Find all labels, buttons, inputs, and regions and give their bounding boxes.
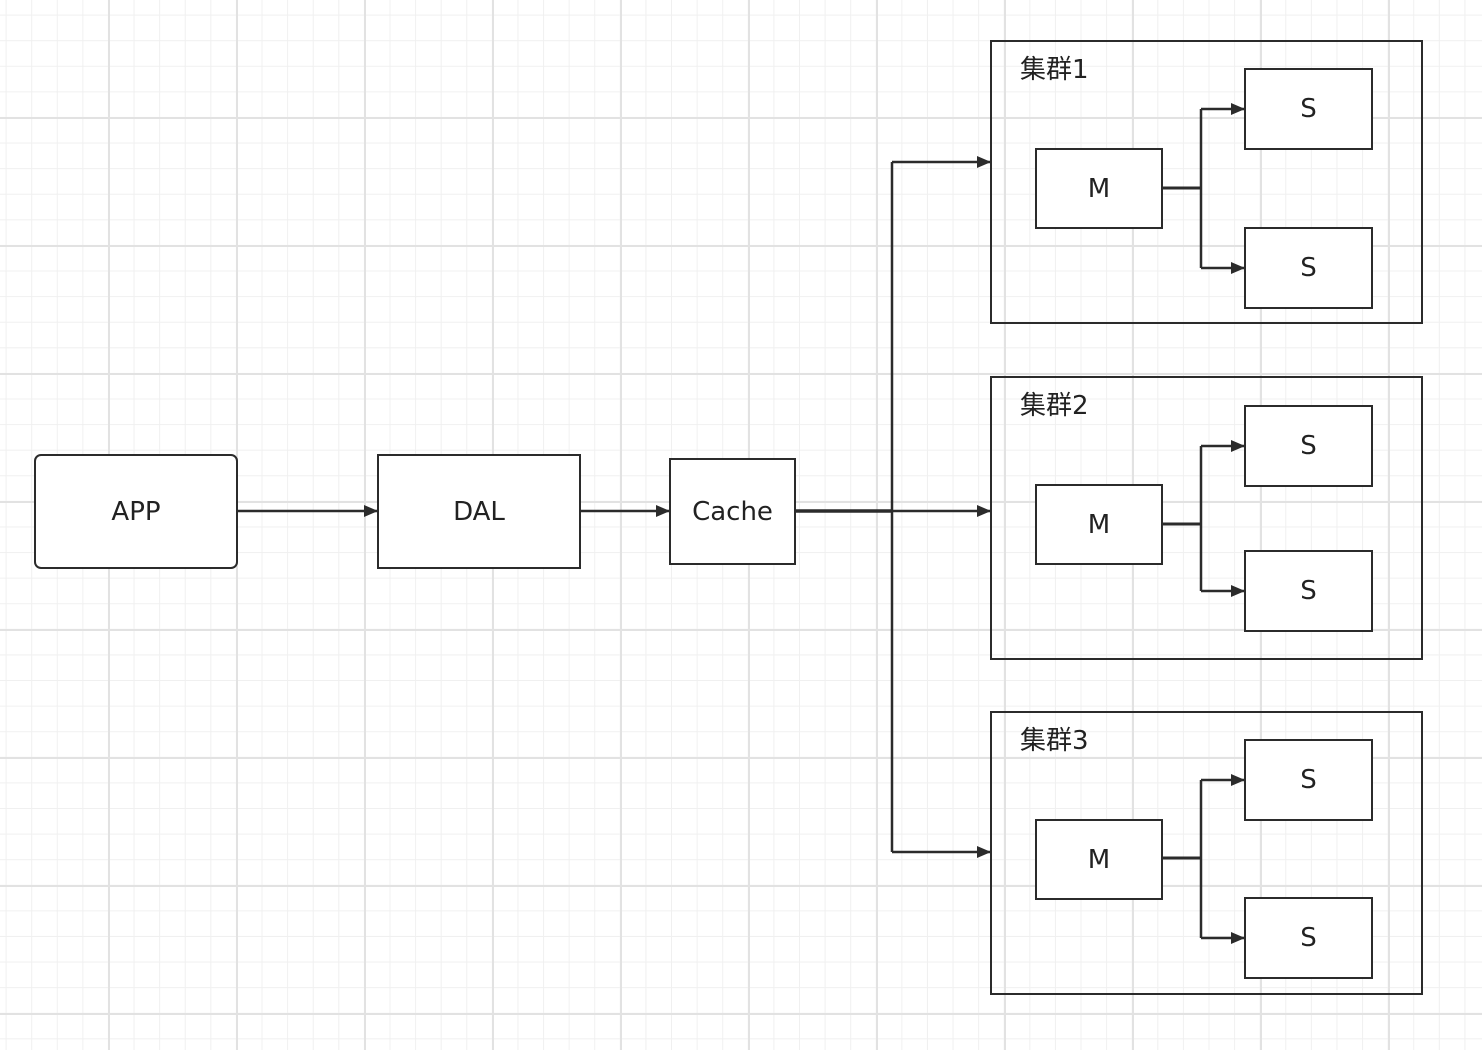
slave-label: S	[1300, 765, 1317, 795]
slave-label: S	[1300, 253, 1317, 283]
cluster-2-slave-node-a[interactable]: S	[1244, 405, 1373, 487]
cluster-1-master-node[interactable]: M	[1035, 148, 1163, 229]
master-label: M	[1087, 844, 1111, 875]
cache-node-label: Cache	[692, 496, 773, 527]
slave-label: S	[1300, 431, 1317, 461]
cache-node[interactable]: Cache	[669, 458, 796, 565]
cluster-1-container[interactable]: 集群1	[990, 40, 1423, 324]
cluster-3-slave-node-b[interactable]: S	[1244, 897, 1373, 979]
dal-node-label: DAL	[453, 496, 505, 527]
slave-label: S	[1300, 576, 1317, 606]
app-node-label: APP	[111, 496, 161, 527]
cluster-3-slave-node-a[interactable]: S	[1244, 739, 1373, 821]
slave-label: S	[1300, 94, 1317, 124]
cluster-1-slave-node-b[interactable]: S	[1244, 227, 1373, 309]
cluster-2-master-node[interactable]: M	[1035, 484, 1163, 565]
slave-label: S	[1300, 923, 1317, 953]
cluster-2-container[interactable]: 集群2	[990, 376, 1423, 660]
master-label: M	[1087, 509, 1111, 540]
cluster-1-label: 集群1	[1020, 55, 1089, 85]
app-node[interactable]: APP	[34, 454, 238, 569]
master-label: M	[1087, 173, 1111, 204]
cluster-2-label: 集群2	[1020, 391, 1089, 421]
cluster-3-label: 集群3	[1020, 726, 1089, 756]
cluster-2-slave-node-b[interactable]: S	[1244, 550, 1373, 632]
cluster-1-slave-node-a[interactable]: S	[1244, 68, 1373, 150]
dal-node[interactable]: DAL	[377, 454, 581, 569]
cluster-3-container[interactable]: 集群3	[990, 711, 1423, 995]
cluster-3-master-node[interactable]: M	[1035, 819, 1163, 900]
